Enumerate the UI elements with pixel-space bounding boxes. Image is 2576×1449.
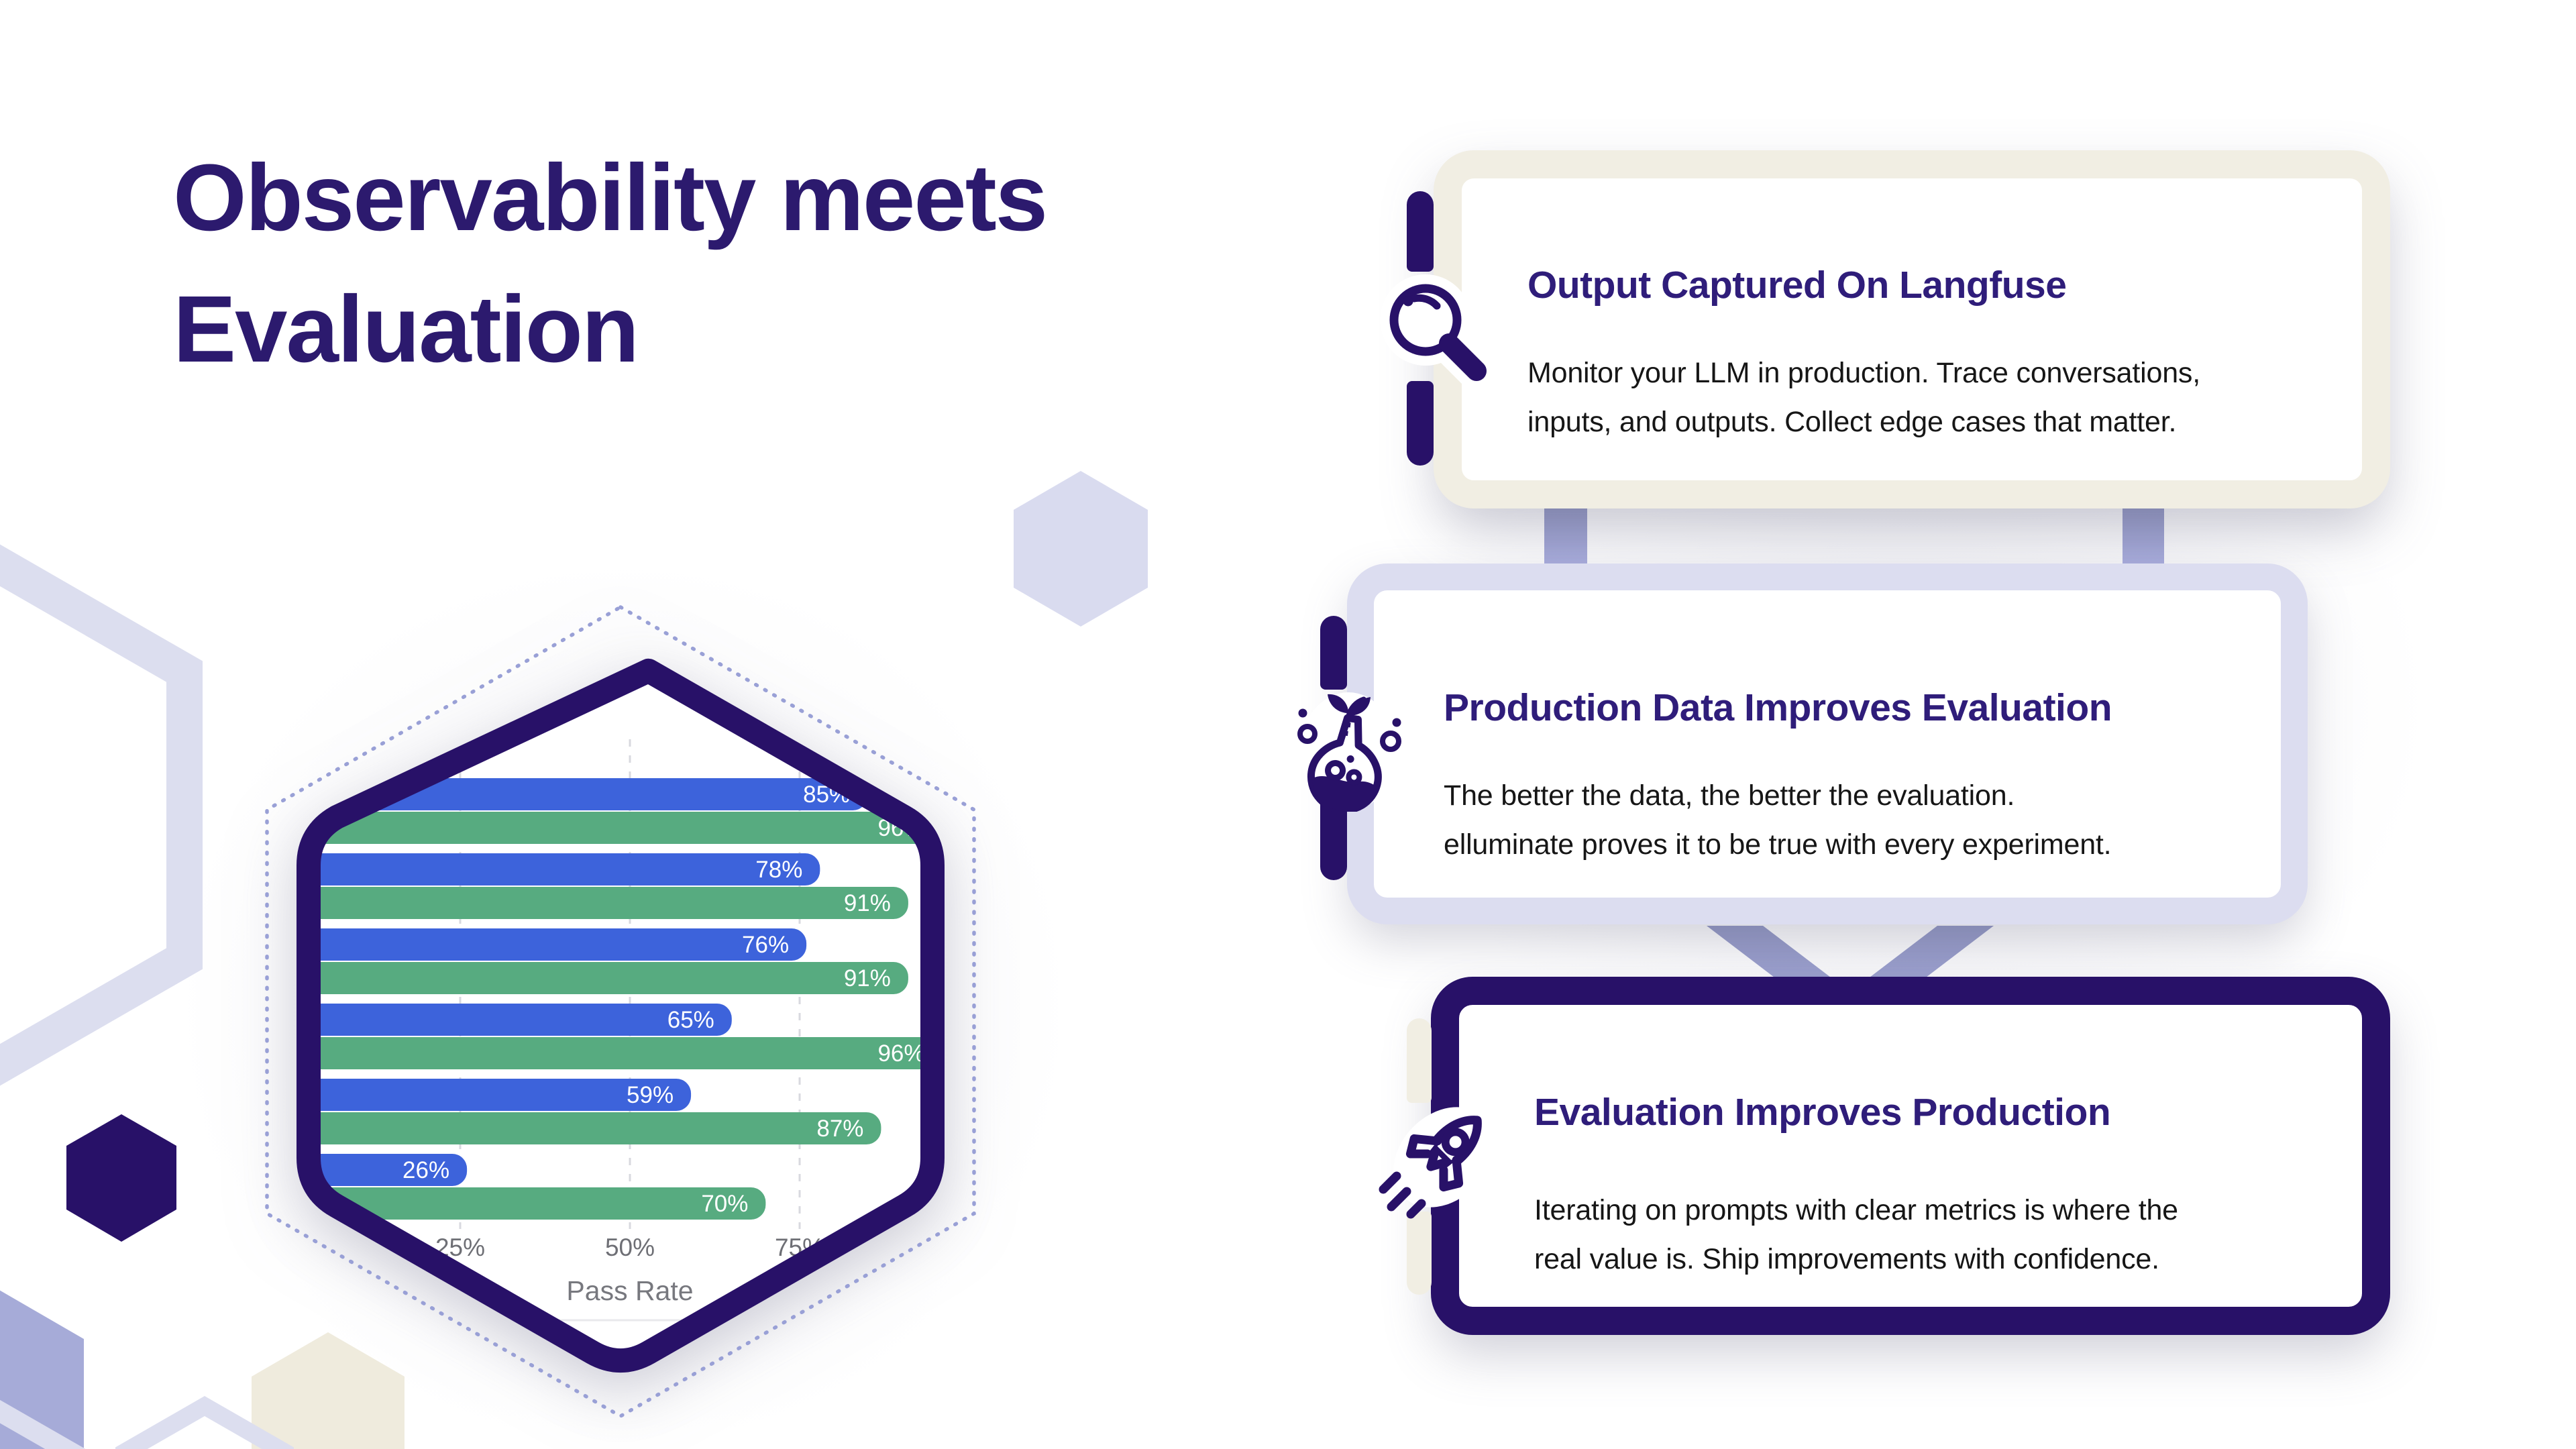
bar-value-label: 26% (402, 1157, 449, 1183)
bar-value-label: 78% (755, 857, 802, 883)
card2-title: Production Data Improves Evaluation (1444, 686, 2112, 729)
card-output-captured: Output Captured On Langfuse Monitor your… (1434, 150, 2390, 508)
card3-title: Evaluation Improves Production (1534, 1091, 2111, 1134)
bar-blue (309, 1079, 692, 1111)
hexagon-beige-icon (252, 1332, 405, 1449)
chart-bars: 85%96%78%91%76%91%65%96%59%87%26%70% (309, 778, 932, 1220)
bar-green (309, 1187, 766, 1220)
connector-card1-card2-left (1544, 508, 1587, 566)
card1-title: Output Captured On Langfuse (1527, 264, 2067, 307)
bar-green (309, 812, 932, 844)
card2-accent-bar-bottom (1320, 800, 1347, 880)
card-evaluation-improves: Evaluation Improves Production Iterating… (1431, 977, 2390, 1335)
bar-blue (309, 853, 820, 885)
bar-blue (309, 778, 868, 810)
bar-value-label: 96% (877, 1040, 924, 1067)
card1-body-line1: Monitor your LLM in production. Trace co… (1527, 357, 2200, 389)
card3-accent-bar-top (1407, 1018, 1432, 1103)
bar-value-label: 87% (816, 1116, 863, 1142)
bar-value-label: 76% (742, 932, 789, 958)
bar-green (309, 1112, 881, 1144)
chart-x-axis-label: Pass Rate (566, 1275, 693, 1306)
card3-body-line1: Iterating on prompts with clear metrics … (1534, 1194, 2178, 1226)
card2-body-line2: elluminate proves it to be true with eve… (1444, 828, 2112, 861)
flask-icon (1297, 692, 1401, 812)
hexagon-periwinkle-icon (0, 1290, 84, 1449)
hexagon-dotted-outline-icon (265, 604, 976, 1419)
connector-chevron-down-icon (1707, 926, 1994, 1035)
connector-card1-card2-right (2123, 508, 2164, 566)
card3-body-line2: real value is. Ship improvements with co… (1534, 1243, 2159, 1275)
bar-value-label: 59% (627, 1082, 674, 1108)
bar-value-label: 65% (667, 1007, 714, 1033)
rocket-icon (1379, 1107, 1494, 1219)
card2-body-line1: The better the data, the better the eval… (1444, 780, 2015, 812)
card3-body: Iterating on prompts with clear metrics … (1534, 1186, 2178, 1284)
hexagon-lavender-icon (1014, 471, 1148, 627)
bar-green (309, 1037, 932, 1069)
hexagon-border-icon (297, 658, 945, 1373)
card1-body: Monitor your LLM in production. Trace co… (1527, 349, 2200, 447)
bar-green (309, 962, 908, 994)
card-production-data: Production Data Improves Evaluation The … (1347, 564, 2308, 924)
bar-value-label: 70% (701, 1191, 748, 1217)
x-tick-label: 50% (605, 1234, 655, 1261)
pass-rate-hexagon-chart: 85%96%78%91%76%91%65%96%59%87%26%70% 25%… (265, 604, 976, 1419)
card2-body: The better the data, the better the eval… (1444, 771, 2112, 869)
card1-body-line2: inputs, and outputs. Collect edge cases … (1527, 406, 2177, 438)
bar-value-label: 91% (844, 965, 891, 991)
magnifier-icon (1380, 274, 1489, 386)
bar-blue (309, 1154, 468, 1186)
card2-accent-bar-top (1320, 616, 1347, 690)
bar-blue (309, 928, 807, 961)
hexagon-outline-large-icon (0, 544, 203, 1086)
bar-blue (309, 1004, 732, 1036)
hexagon-indigo-icon (66, 1114, 176, 1242)
bar-value-label: 91% (844, 890, 891, 916)
page-title-line2: Evaluation (173, 276, 639, 382)
bar-green (309, 887, 908, 919)
card3-accent-bar-bottom (1407, 1212, 1432, 1295)
page-title-line1: Observability meets (173, 144, 1048, 250)
card1-accent-bar-top (1407, 191, 1434, 272)
card1-accent-bar-bottom (1407, 381, 1434, 466)
